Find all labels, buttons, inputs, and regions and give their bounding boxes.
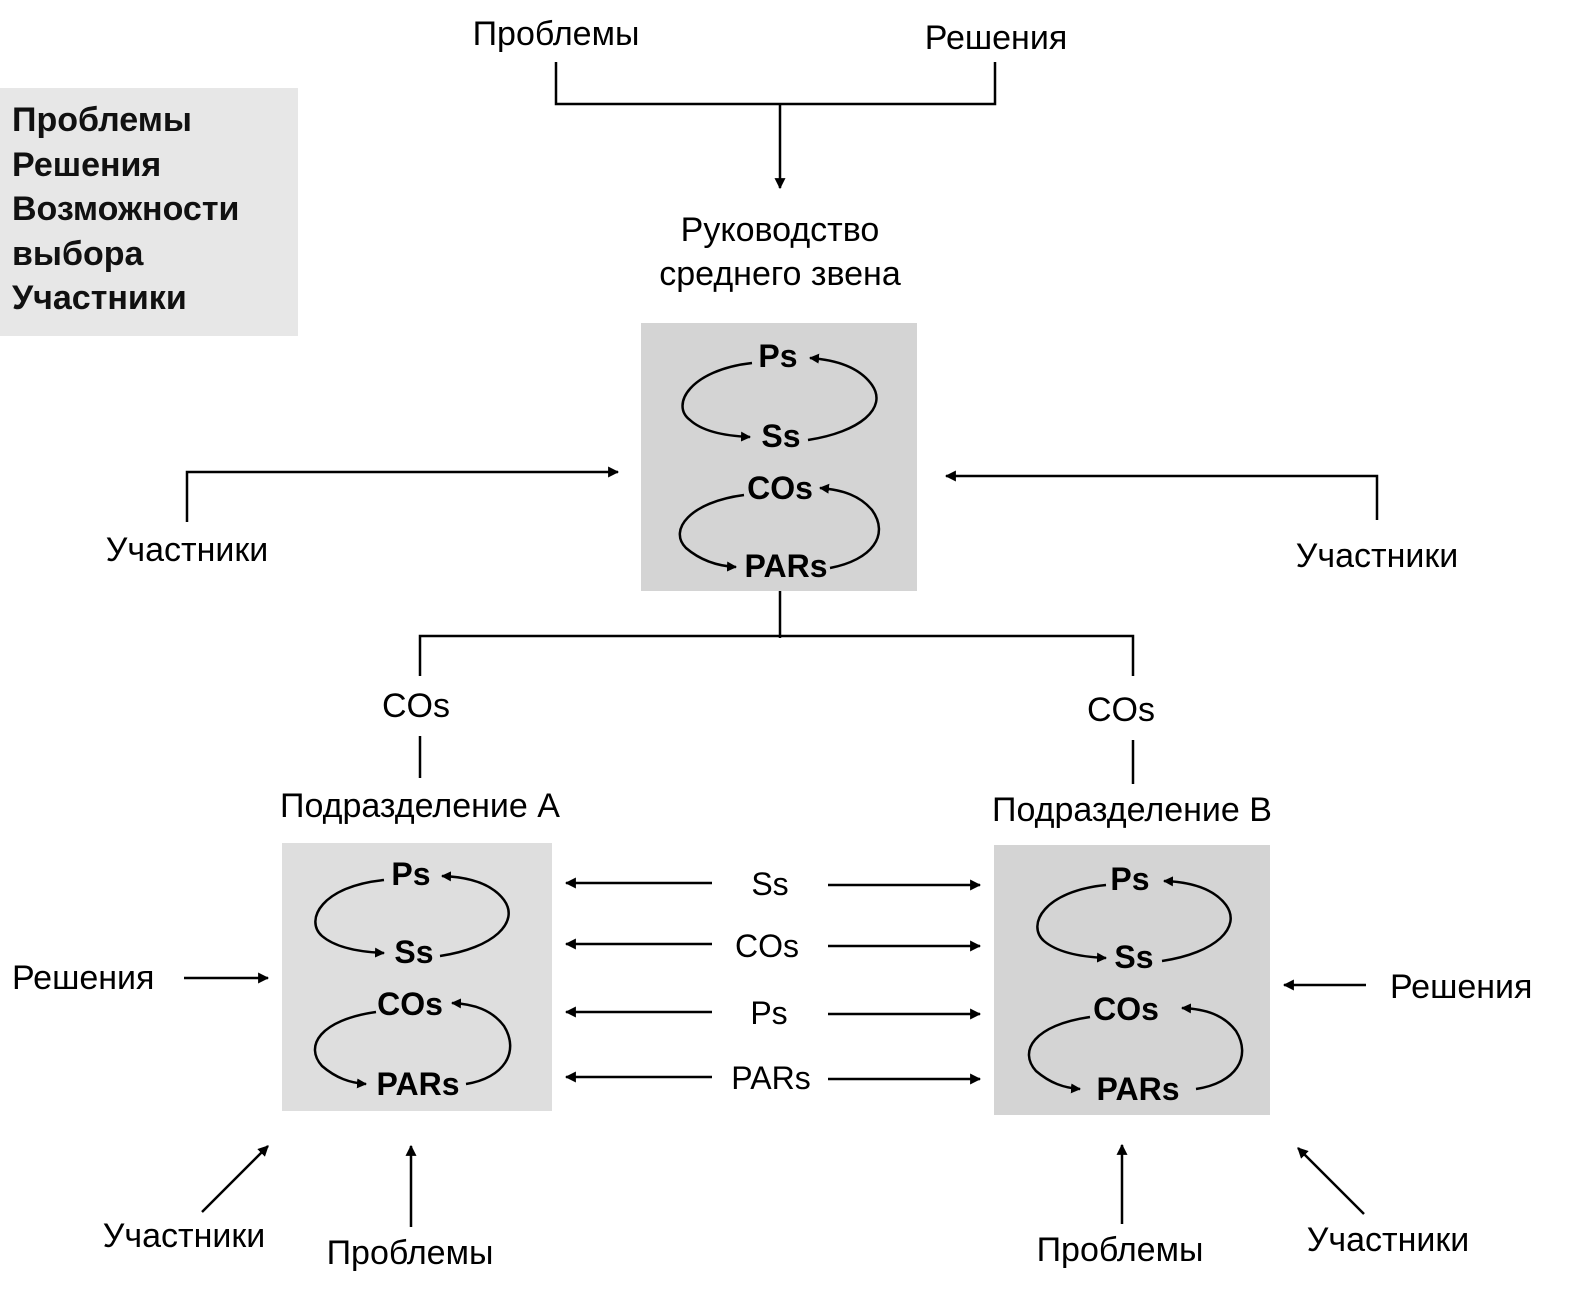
a-cycle-ss: Ss: [394, 934, 434, 970]
mm-cycle-loop-top-left: [681, 361, 753, 442]
bottom-left-problems-label: Проблемы: [326, 1234, 494, 1272]
a-cycle-loop-top-right: [439, 871, 510, 958]
top-bracket: [554, 62, 997, 106]
legend-item: Проблемы: [12, 101, 192, 139]
a-cycle-ps: Ps: [391, 856, 431, 892]
management-title-line2: среднего звена: [659, 255, 901, 293]
middle-management-box: [641, 323, 917, 591]
top-problems-label: Проблемы: [472, 15, 640, 53]
right-solutions-label: Решения: [1390, 968, 1533, 1006]
legend-item: Возможности: [12, 190, 240, 228]
division-a-title: Подразделение А: [280, 787, 560, 825]
legend-item: выбора: [12, 234, 144, 273]
mm-cycle-loop-top-right: [807, 353, 878, 442]
bottom-right-problems-label: Проблемы: [1036, 1231, 1204, 1269]
bottom-left-participants-label: Участники: [102, 1217, 266, 1255]
mm-cycle-ps: Ps: [758, 338, 798, 374]
mm-cycle-pars: PARs: [744, 548, 828, 584]
left-participants-bottom-arrow: [201, 1145, 269, 1213]
bottom-right-participants-label: Участники: [1306, 1221, 1470, 1259]
b-cycle-loop-bottom-right: [1181, 1003, 1244, 1091]
a-cycle-cos: COs: [377, 986, 443, 1022]
exchange-ss-label: Ss: [747, 866, 793, 902]
b-cycle-loop-top-left: [1036, 883, 1107, 963]
b-cycle-loop-top-right: [1161, 876, 1232, 963]
management-title-line1: Руководство: [680, 211, 880, 249]
right-participants-bottom-arrow: [1297, 1147, 1365, 1215]
right-participants-label: Участники: [1295, 537, 1459, 575]
mm-cycle-loop-bottom-left: [678, 493, 745, 572]
division-a-box: [282, 843, 552, 1111]
division-b-box: [994, 845, 1270, 1115]
b-cycle-ps: Ps: [1110, 861, 1150, 897]
a-cycle-pars: PARs: [376, 1066, 460, 1102]
left-participants-label: Участники: [105, 531, 269, 569]
a-cycle-loop-bottom-right: [451, 998, 512, 1086]
branch-right-cos: COs: [1087, 691, 1155, 729]
top-solutions-label: Решения: [924, 19, 1068, 57]
exchange-cos-label: COs: [731, 928, 803, 964]
legend-item: Участники: [12, 279, 187, 317]
legend-item: Решения: [12, 145, 162, 184]
left-participants-arrow: [185, 466, 620, 522]
b-cycle-ss: Ss: [1114, 939, 1154, 975]
left-solutions-label: Решения: [12, 959, 155, 997]
mm-cycle-cos: COs: [747, 470, 813, 506]
division-b-title: Подразделение В: [992, 791, 1272, 829]
mm-cycle-loop-bottom-right: [819, 483, 881, 570]
exchange-ps-label: Ps: [746, 995, 792, 1031]
right-participants-arrow: [944, 470, 1379, 520]
branch-left-cos: COs: [382, 687, 450, 725]
b-cycle-loop-bottom-left: [1027, 1015, 1091, 1094]
b-cycle-pars: PARs: [1096, 1071, 1180, 1107]
a-cycle-loop-bottom-left: [313, 1010, 377, 1089]
b-cycle-cos: COs: [1093, 991, 1159, 1027]
mm-cycle-ss: Ss: [761, 418, 801, 454]
legend-list: Проблемы Решения Возможности выбора Учас…: [12, 98, 239, 321]
legend-panel: [0, 88, 298, 336]
branch-bar: [418, 634, 1135, 676]
exchange-pars-label: PARs: [727, 1060, 815, 1096]
a-cycle-loop-top-left: [314, 878, 385, 958]
